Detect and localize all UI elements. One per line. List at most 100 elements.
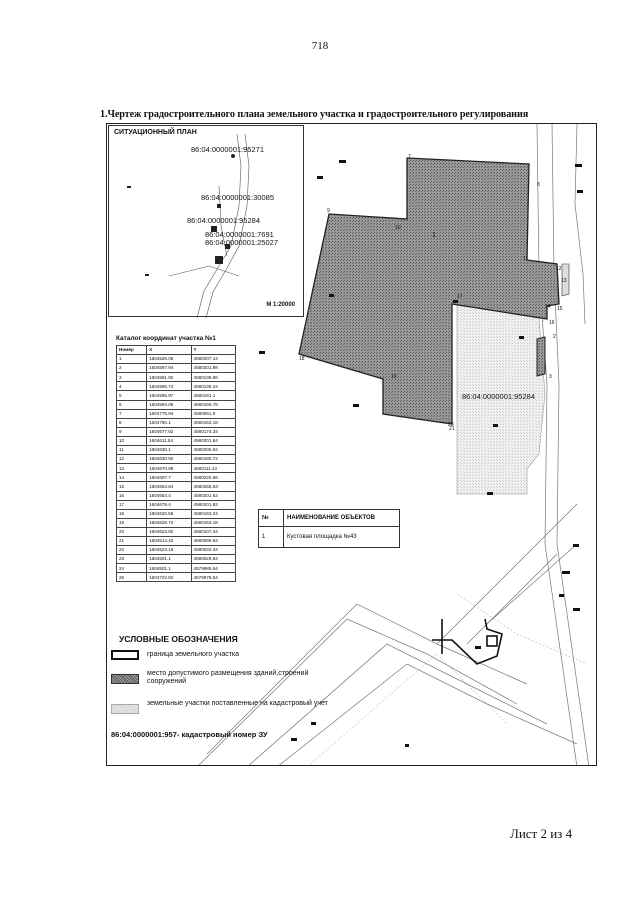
legend-title: УСЛОВНЫЕ ОБОЗНАЧЕНИЯ (119, 634, 238, 644)
vertex-label: 21 (449, 426, 455, 432)
catalog-y: 4580111.42 (190, 463, 237, 474)
catalog-y: 4579985.64 (190, 563, 237, 574)
catalog-x: 1604722.62 (146, 572, 192, 583)
catalog-x: 1604611.54 (146, 435, 192, 447)
legend-item: земельные участки поставленные на кадаст… (109, 700, 329, 730)
catalog-point-number: 18 (115, 508, 148, 519)
plot-number: 1 (432, 232, 436, 239)
vertex-label: 7 (408, 154, 411, 160)
catalog-point-number: 2 (115, 363, 148, 374)
catalog-x: 1604595.74 (146, 381, 192, 392)
catalog-y: 4580061.9 (190, 408, 237, 419)
catalog-point-number: 23 (115, 554, 148, 565)
legend-item: граница земельного участка (109, 648, 329, 670)
catalog-point-number: 10 (115, 435, 148, 447)
vertex-label: 15 (557, 306, 563, 312)
catalog-header: Y (190, 344, 237, 356)
vertex-label: 17 (457, 294, 463, 300)
catalog-point-number: 24 (115, 563, 148, 574)
catalog-x: 1604670.98 (146, 463, 192, 474)
situation-label: 86:04:0000001:7691 (205, 230, 274, 239)
catalog-x: 1604630.92 (146, 454, 192, 465)
hatch-light-symbol (111, 704, 139, 714)
catalog-x: 1604595.97 (146, 390, 192, 401)
catalog-y: 4580180.72 (190, 454, 237, 465)
map-drawing (198, 124, 590, 765)
map-frame: 7 8 9 10 11 12 13 14 15 16 17 18 19 20 2… (106, 123, 597, 766)
objects-table-wrap: № НАИМЕНОВАНИЕ ОБЪЕКТОВ 1 Кустовая площа… (258, 509, 400, 548)
vertex-label: 10 (395, 225, 401, 231)
catalog-x: 1604630.1 (146, 445, 192, 456)
boundary-symbol (111, 650, 139, 660)
catalog-point-number: 12 (115, 454, 148, 465)
catalog-point-number: 13 (115, 463, 148, 474)
catalog-point-number: 6 (115, 399, 148, 410)
vertex-label: 18 (299, 356, 305, 362)
catalog-y: 4580226.56 (190, 472, 237, 483)
catalog-x: 1604775.94 (146, 408, 192, 419)
catalog-y: 4580265.63 (190, 481, 237, 492)
objects-table: № НАИМЕНОВАНИЕ ОБЪЕКТОВ 1 Кустовая площа… (258, 509, 400, 548)
situation-label: 86:04:0000001:95271 (191, 145, 264, 154)
catalog-point-number: 8 (115, 417, 148, 428)
catalog-x: 1604623.92 (146, 526, 192, 537)
catalog-x: 1604790.1 (146, 417, 192, 428)
objects-header: НАИМЕНОВАНИЕ ОБЪЕКТОВ (283, 509, 400, 527)
cadastral-note: 86:04:0000001:957- кадастровый номер ЗУ (111, 730, 268, 739)
catalog-x: 1604501.1 (146, 554, 192, 565)
situation-plan: СИТУАЦИОННЫЙ ПЛАН 86:04:0000001:95271 86… (108, 125, 304, 318)
catalog-x: 1604620.56 (146, 508, 192, 519)
object-number: 1 (258, 526, 284, 548)
catalog-y: 4580207.14 (190, 354, 237, 365)
parcel-cadastral-label: 86:04:0000001:95284 (462, 392, 535, 401)
catalog-point-number: 25 (115, 572, 148, 583)
vertex-label: 19 (391, 374, 397, 380)
facility-lines (432, 618, 503, 665)
legend-item: место допустимого размещения зданий,стро… (109, 670, 329, 700)
catalog-point-number: 19 (115, 517, 148, 528)
sheet-label: Лист 2 из 4 (510, 826, 573, 841)
vertex-label: 9 (327, 208, 330, 214)
catalog-y: 4580138.24 (190, 381, 237, 392)
catalog-y: 4580201.62 (190, 490, 237, 501)
catalog-x: 1604607.7 (146, 472, 192, 483)
catalog-point-number: 4 (115, 381, 148, 392)
catalog-x: 1604501.1 (146, 563, 192, 574)
catalog-y: 4580163.24 (190, 508, 237, 519)
situation-label: 86:04:0000001:25027 (205, 238, 278, 247)
vertex-label: 11 (523, 256, 529, 262)
catalog-point-number: 11 (115, 445, 148, 456)
situation-plan-title: СИТУАЦИОННЫЙ ПЛАН (114, 129, 197, 136)
legend: УСЛОВНЫЕ ОБОЗНАЧЕНИЯ граница земельного … (109, 634, 329, 739)
legend-text: граница земельного участка (147, 651, 240, 658)
catalog-point-number: 9 (115, 426, 148, 437)
vertex-label: 20 (448, 422, 454, 428)
catalog-point-number: 17 (115, 499, 148, 510)
vertex-label: 16 (549, 320, 555, 326)
catalog-x: 1604654.4 (146, 490, 192, 501)
vertex-label: 3 (549, 374, 552, 380)
catalog-y: 4580201.84 (190, 435, 237, 447)
catalog-title: Каталог координат участка №1 (116, 335, 216, 342)
legend-text: место допустимого размещения зданий,стро… (147, 670, 309, 685)
catalog-x: 1604523.16 (146, 545, 192, 556)
catalog-y: 4580206.92 (190, 445, 237, 456)
page-number: 718 (311, 40, 329, 52)
catalog-y: 4579978.54 (190, 572, 237, 583)
vertex-label: 2 (553, 334, 556, 340)
